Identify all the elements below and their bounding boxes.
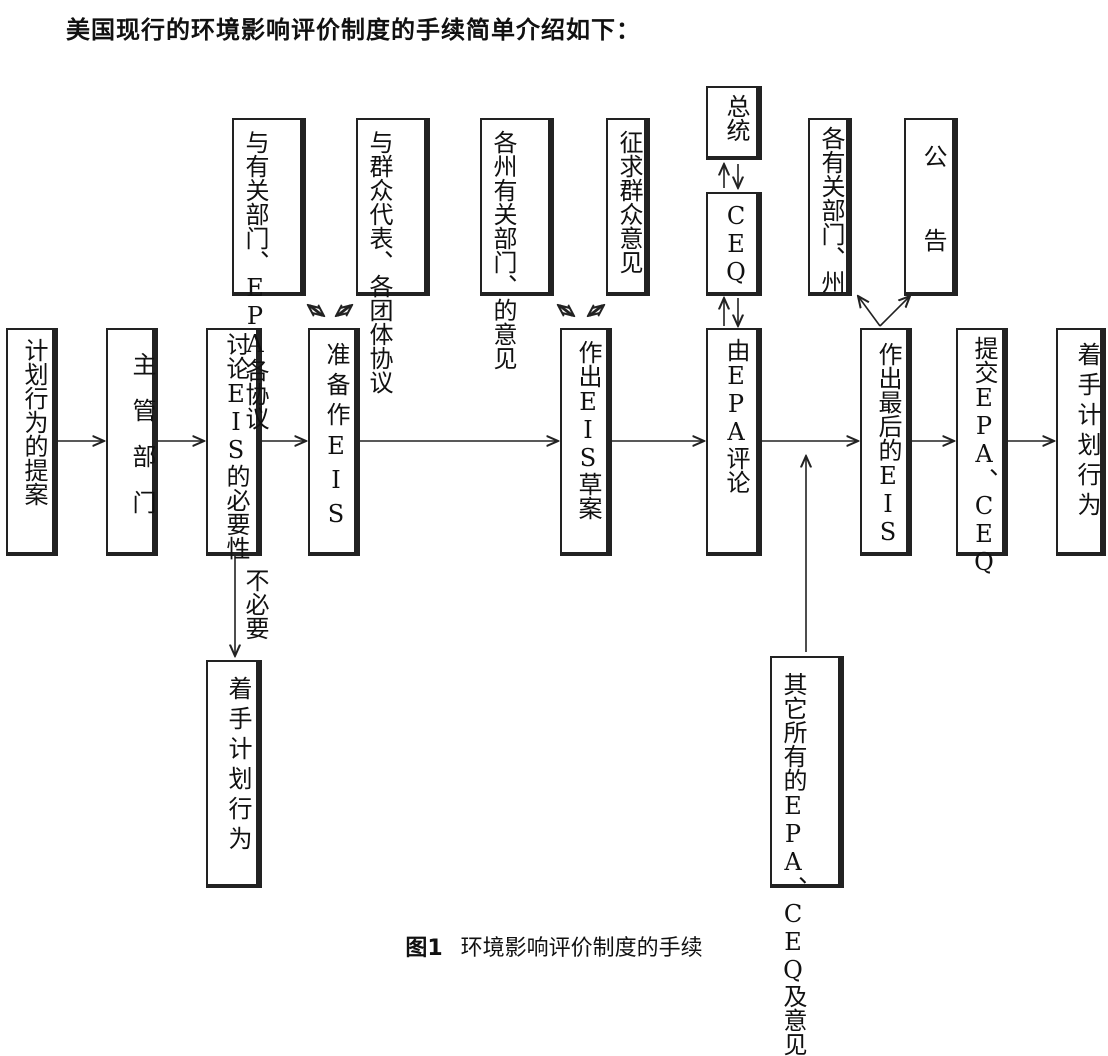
figure-number: 图1 [405,936,443,961]
flow-connectors [58,0,1108,967]
box-start-action-text: 着手计划行为 [1073,342,1101,522]
page-heading: 美国现行的环境影响评价制度的手续简单介绍如下： [66,16,641,44]
box-epa-review: 由EPA评论 [706,328,762,556]
box-other-opinions: 其它所有的EPA、CEQ及意见 [770,656,844,1056]
box-consult-public-text: 与群众代表、各团体协议 [365,130,393,394]
arrow-final-to-states [858,296,881,327]
arrow-public-opinion-in [588,304,603,316]
arrow-final-to-announce [879,296,910,327]
box-prepare-eis-text: 准备作EIS [322,342,350,534]
box-state-opinion-text: 各州有关部门、的意见 [489,130,517,370]
box-draft-eis-text: 作出EIS草案 [574,340,602,520]
box-announce-text: 公告 [919,144,947,312]
box-final-eis: 作出最后的EIS [860,328,912,556]
box-planned-action-text: 计划行为的提案 [20,338,48,506]
box-state-opinion: 各州有关部门、的意见 [480,118,554,370]
box-state-depts-text: 各有关部门、州 [817,126,845,294]
box-ceq-text: CEQ [722,202,750,286]
box-consult-epa: 与有关部门、EPA各协议 [232,118,306,430]
box-discuss-eis-text: 讨论EIS的必要性 [222,332,250,560]
arrow-consult-public-out [337,305,352,317]
label-not-needed: 不必要 [241,568,269,640]
box-state-depts: 各有关部门、州 [808,118,852,296]
arrow-state-opinion-in [559,304,574,316]
arrow-public-opinion-out [589,305,604,317]
arrow-consult-epa-in [309,304,324,316]
box-submit: 提交EPA、CEQ [956,328,1008,576]
figure-caption: 图1 环境影响评价制度的手续 [0,930,1108,962]
box-president: 总统 [706,86,762,160]
box-consult-public: 与群众代表、各团体协议 [356,118,430,394]
box-prepare-eis: 准备作EIS [308,328,360,556]
box-other-opinions-text: 其它所有的EPA、CEQ及意见 [779,672,807,1056]
arrow-consult-public-in [336,304,351,316]
box-final-eis-text: 作出最后的EIS [874,342,902,546]
arrow-consult-epa-out [308,305,323,317]
box-planned-action: 计划行为的提案 [6,328,58,556]
box-agency: 主管部门 [106,328,158,556]
box-ceq: CEQ [706,192,762,296]
box-start-action-direct-text: 着手计划行为 [224,676,252,856]
box-public-opinion-text: 征求群众意见 [615,130,643,274]
arrow-state-opinion-out [558,305,573,317]
box-consult-epa-text: 与有关部门、EPA各协议 [241,130,269,430]
box-start-action: 着手计划行为 [1056,328,1106,556]
box-agency-text: 主管部门 [128,352,156,536]
box-submit-text: 提交EPA、CEQ [970,336,998,576]
box-epa-review-text: 由EPA评论 [722,338,750,494]
box-public-opinion: 征求群众意见 [606,118,650,296]
box-discuss-eis: 讨论EIS的必要性 [206,328,262,560]
box-start-action-direct: 着手计划行为 [206,660,262,888]
box-announce: 公告 [904,118,958,312]
figure-title: 环境影响评价制度的手续 [460,936,703,961]
box-draft-eis: 作出EIS草案 [560,328,612,556]
box-president-text: 总统 [722,94,750,142]
